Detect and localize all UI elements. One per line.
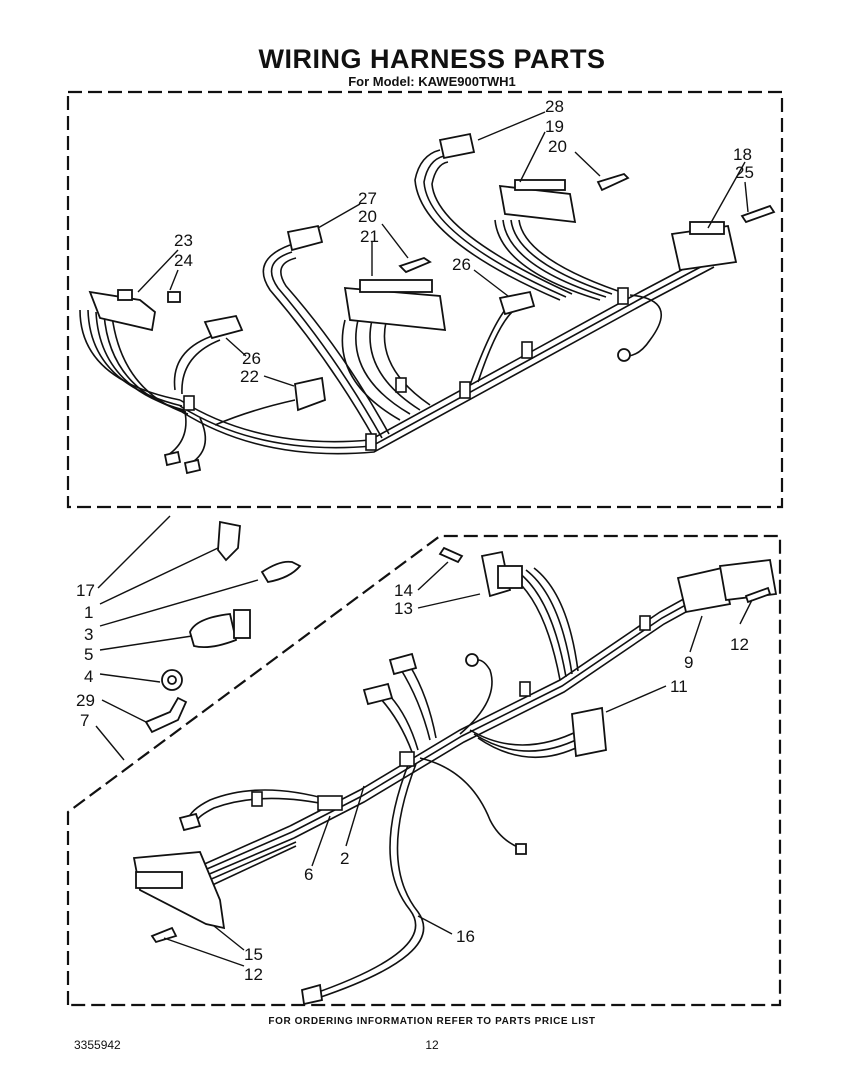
lower-leaders [163, 561, 753, 967]
callout-18: 18 [733, 145, 752, 164]
upper-leaders [137, 111, 749, 387]
callout-26-left: 26 [242, 349, 261, 368]
connector-27 [286, 224, 324, 252]
callout-12-right: 12 [730, 635, 749, 654]
upper-harness-frame [66, 90, 784, 509]
connector-15 [132, 851, 226, 930]
ordering-note: FOR ORDERING INFORMATION REFER TO PARTS … [268, 1016, 596, 1027]
part-1-clip [260, 560, 302, 583]
callout-25: 25 [735, 163, 754, 182]
callout-13: 13 [394, 599, 413, 618]
connector-11 [571, 706, 607, 758]
callout-17: 17 [76, 581, 95, 600]
callout-4: 4 [84, 667, 93, 686]
callout-16: 16 [456, 927, 475, 946]
part-3-clamp [189, 613, 238, 649]
callout-19: 19 [545, 117, 564, 136]
callout-29: 29 [76, 691, 95, 710]
terminal-24 [167, 291, 181, 303]
callout-2: 2 [340, 849, 349, 868]
callout-20-right: 20 [548, 137, 567, 156]
document-number: 3355942 [74, 1038, 121, 1052]
page-number: 12 [425, 1038, 439, 1052]
callout-labels: 28 19 20 18 25 27 20 21 26 23 24 26 22 1… [76, 97, 754, 984]
callout-28: 28 [545, 97, 564, 116]
callout-1: 1 [84, 603, 93, 622]
terminal-12-lower [150, 926, 178, 944]
connector-26-left [203, 314, 244, 340]
connector-28 [438, 132, 476, 160]
callout-12-lower: 12 [244, 965, 263, 984]
lower-harness [187, 567, 705, 999]
upper-harness [79, 149, 715, 466]
page-title: WIRING HARNESS PARTS [258, 44, 606, 74]
callout-11: 11 [670, 677, 688, 696]
callout-22: 22 [240, 367, 259, 386]
loose-parts [144, 520, 302, 734]
callout-9: 9 [684, 653, 693, 672]
lower-harness-frame [66, 534, 782, 1007]
callout-3: 3 [84, 625, 93, 644]
callout-21: 21 [360, 227, 379, 246]
part-29-clamp [144, 696, 188, 734]
model-subtitle: For Model: KAWE900TWH1 [348, 74, 516, 89]
callout-15: 15 [244, 945, 263, 964]
part-17-clip [217, 520, 241, 562]
connector-26-right [498, 290, 536, 316]
connector-22 [294, 376, 326, 412]
callout-20-center: 20 [358, 207, 377, 226]
connector-21 [343, 287, 447, 332]
callout-6: 6 [304, 865, 313, 884]
callout-24: 24 [174, 251, 193, 270]
loose-parts-leaders [95, 515, 259, 761]
terminal-20-right [596, 172, 630, 192]
connector-19 [498, 184, 577, 224]
callout-26-right: 26 [452, 255, 471, 274]
callout-27: 27 [358, 189, 377, 208]
terminal-25 [740, 204, 776, 224]
lower-connectors [132, 546, 778, 1006]
callout-23: 23 [174, 231, 193, 250]
upper-connectors [88, 132, 776, 475]
connector-9 [676, 566, 732, 614]
callout-5: 5 [84, 645, 93, 664]
terminal-14 [438, 546, 464, 564]
callout-14: 14 [394, 581, 413, 600]
callout-7: 7 [80, 711, 89, 730]
terminal-20-center [398, 257, 432, 274]
